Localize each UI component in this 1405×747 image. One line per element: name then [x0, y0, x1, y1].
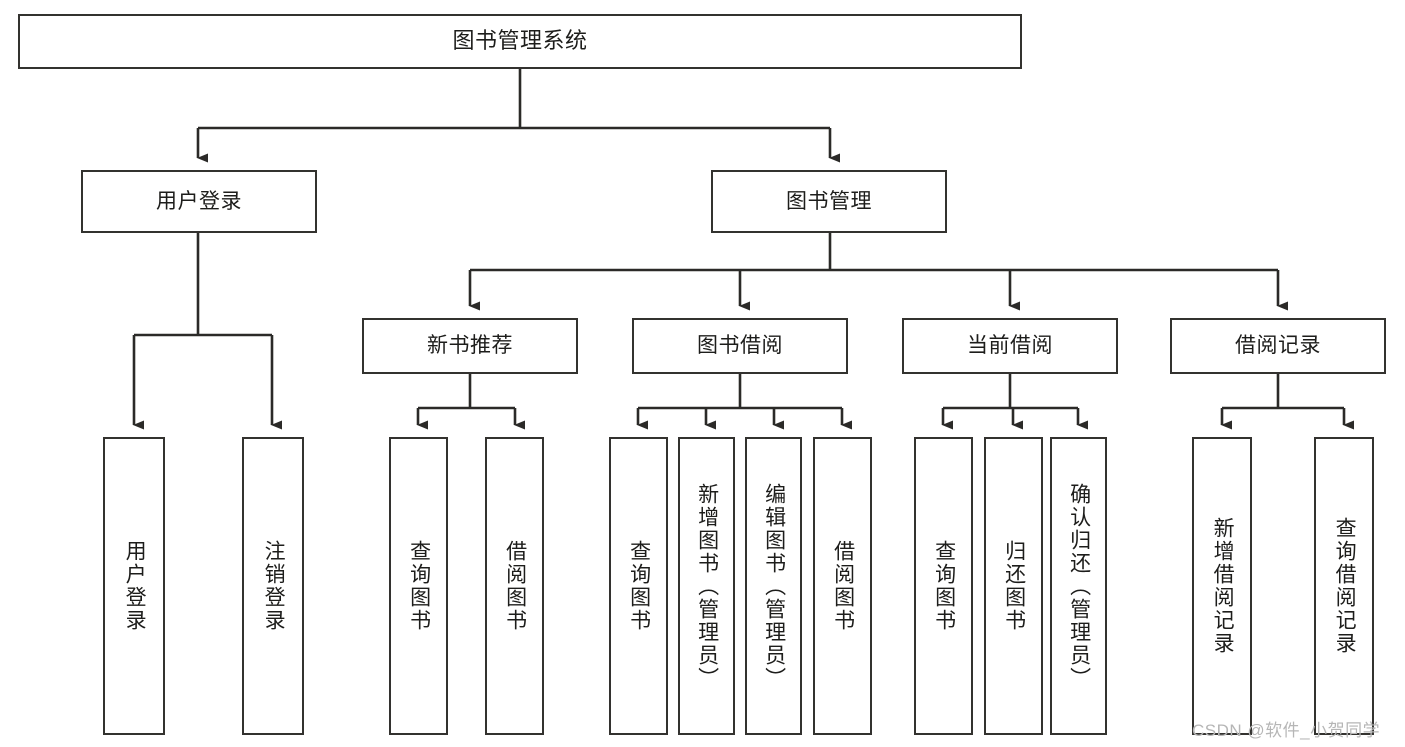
node-root-label: 图书管理系统 — [452, 28, 588, 54]
node-leaf-return-book-label: 归还图书 — [1002, 540, 1026, 632]
node-leaf-query-borrow-record-label: 查询借阅记录 — [1333, 517, 1357, 655]
node-leaf-query-book-newbook-label: 查询图书 — [407, 540, 431, 632]
node-leaf-query-book-current-label: 查询图书 — [932, 540, 956, 632]
node-leaf-query-book-current[interactable]: 查询图书 — [914, 437, 973, 735]
node-new-book-recommend[interactable]: 新书推荐 — [362, 318, 578, 374]
node-book-management-label: 图书管理 — [786, 189, 872, 213]
node-leaf-add-borrow-record-label: 新增借阅记录 — [1211, 517, 1235, 655]
node-leaf-borrow-book-newbook[interactable]: 借阅图书 — [485, 437, 544, 735]
node-leaf-add-book-admin-label: 新增图书（管理员） — [695, 482, 719, 690]
node-leaf-logout-label: 注销登录 — [262, 540, 286, 632]
node-borrow-records-label: 借阅记录 — [1235, 334, 1321, 358]
watermark-text: CSDN @软件_小贺同学 — [1192, 721, 1381, 740]
node-leaf-borrow-book-newbook-label: 借阅图书 — [503, 540, 527, 632]
node-leaf-user-login-label: 用户登录 — [123, 540, 147, 632]
node-user-login-label: 用户登录 — [156, 189, 242, 213]
node-root[interactable]: 图书管理系统 — [18, 14, 1022, 69]
node-leaf-lend-book-label: 借阅图书 — [831, 540, 855, 632]
node-current-borrow-label: 当前借阅 — [967, 334, 1053, 358]
node-book-management[interactable]: 图书管理 — [711, 170, 947, 233]
node-leaf-edit-book-admin[interactable]: 编辑图书（管理员） — [745, 437, 802, 735]
node-current-borrow[interactable]: 当前借阅 — [902, 318, 1118, 374]
node-user-login[interactable]: 用户登录 — [81, 170, 317, 233]
node-leaf-lend-book[interactable]: 借阅图书 — [813, 437, 872, 735]
node-new-book-recommend-label: 新书推荐 — [427, 334, 513, 358]
node-book-borrow[interactable]: 图书借阅 — [632, 318, 848, 374]
node-book-borrow-label: 图书借阅 — [697, 334, 783, 358]
node-leaf-return-book[interactable]: 归还图书 — [984, 437, 1043, 735]
node-leaf-add-book-admin[interactable]: 新增图书（管理员） — [678, 437, 735, 735]
node-leaf-confirm-return-admin[interactable]: 确认归还（管理员） — [1050, 437, 1107, 735]
node-leaf-edit-book-admin-label: 编辑图书（管理员） — [762, 482, 786, 690]
node-leaf-confirm-return-admin-label: 确认归还（管理员） — [1067, 482, 1091, 690]
node-leaf-query-book-borrow-label: 查询图书 — [627, 540, 651, 632]
node-leaf-query-borrow-record[interactable]: 查询借阅记录 — [1314, 437, 1374, 735]
node-leaf-query-book-borrow[interactable]: 查询图书 — [609, 437, 668, 735]
node-leaf-user-login[interactable]: 用户登录 — [103, 437, 165, 735]
node-leaf-logout[interactable]: 注销登录 — [242, 437, 304, 735]
node-leaf-add-borrow-record[interactable]: 新增借阅记录 — [1192, 437, 1252, 735]
node-leaf-query-book-newbook[interactable]: 查询图书 — [389, 437, 448, 735]
node-borrow-records[interactable]: 借阅记录 — [1170, 318, 1386, 374]
